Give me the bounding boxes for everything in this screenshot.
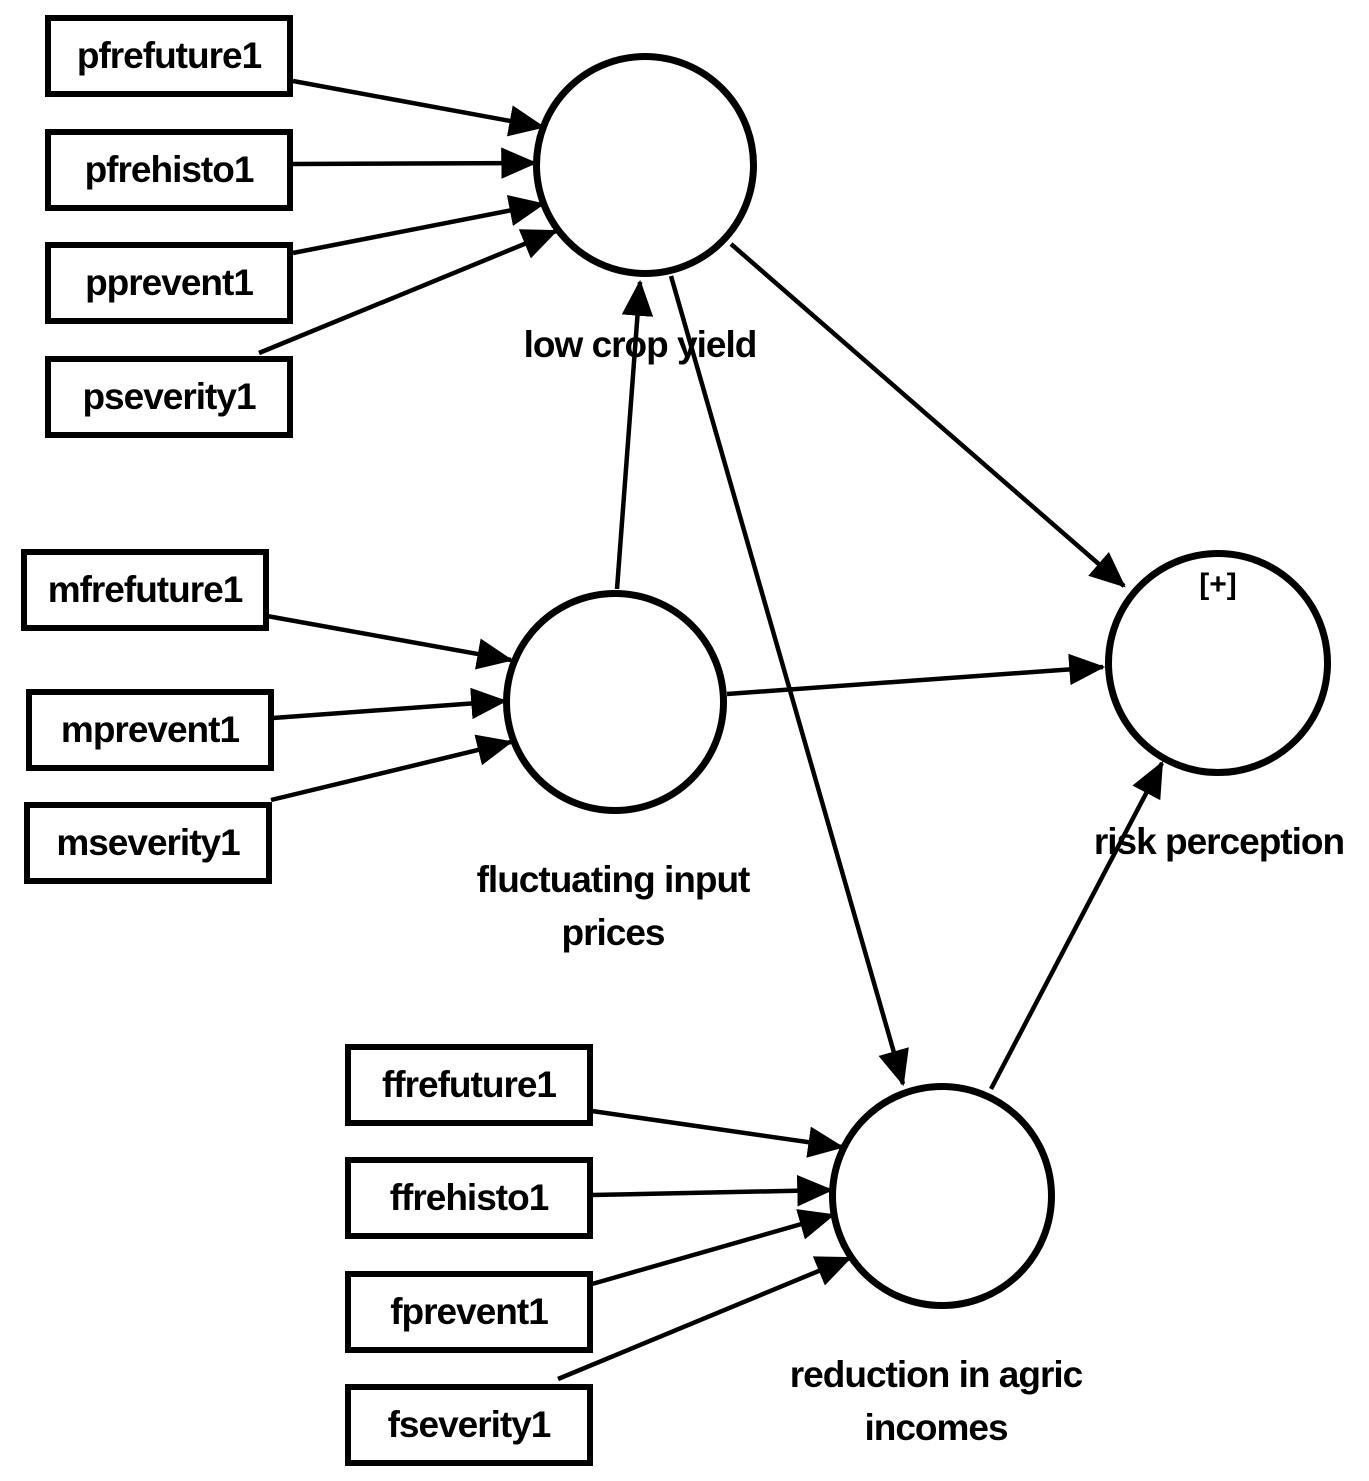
arrow-pfrehisto1-to-low-crop-yield (292, 147, 538, 179)
arrow-mfrefuture1-to-fluctuating-input-prices (266, 613, 514, 670)
indicator-label: pfrehisto1 (84, 149, 255, 190)
arrow-ffrehisto1-to-reduction-in-agric-incomes (591, 1174, 834, 1207)
indicator-label: mprevent1 (60, 709, 240, 750)
arrow-mprevent1-to-fluctuating-input-prices (272, 687, 508, 721)
indicator-label: ffrefuture1 (381, 1064, 557, 1105)
indicator-box-mfrefuture1: mfrefuture1 (21, 549, 269, 631)
indicator-box-fprevent1: fprevent1 (345, 1271, 593, 1353)
indicator-box-pprevent1: pprevent1 (45, 242, 293, 324)
arrow-pfrefuture1-to-low-crop-yield (292, 78, 546, 137)
arrow-low-crop-yield-to-risk-perception (729, 242, 1126, 588)
construct-label-fluctuating-input-prices: fluctuating input prices (476, 859, 751, 953)
construct-label-risk-perception: risk perception (1093, 821, 1345, 862)
indicator-box-mseverity1: mseverity1 (24, 802, 272, 884)
indicator-box-ffrefuture1: ffrefuture1 (345, 1044, 593, 1126)
indicator-box-ffrehisto1: ffrehisto1 (345, 1157, 593, 1239)
indicator-label: pfrefuture1 (76, 35, 262, 76)
construct-circle-risk-perception (1105, 550, 1331, 776)
indicator-box-pfrefuture1: pfrefuture1 (45, 15, 293, 97)
arrow-pprevent1-to-low-crop-yield (292, 195, 546, 256)
indicator-box-pfrehisto1: pfrehisto1 (45, 129, 293, 211)
arrow-ffrefuture1-to-reduction-in-agric-incomes (591, 1108, 845, 1158)
indicator-box-fseverity1: fseverity1 (345, 1384, 593, 1466)
indicator-box-mprevent1: mprevent1 (26, 689, 274, 771)
construct-label-reduction-in-agric-incomes: reduction in agric incomes (789, 1354, 1083, 1448)
construct-circle-low-crop-yield (533, 53, 757, 277)
indicator-label: mfrefuture1 (47, 569, 244, 610)
indicator-label: fseverity1 (387, 1404, 552, 1445)
indicator-label: ffrehisto1 (389, 1177, 550, 1218)
arrow-fprevent1-to-reduction-in-agric-incomes (591, 1209, 836, 1287)
indicator-label: pseverity1 (82, 376, 256, 417)
construct-circle-fluctuating-input-prices (503, 590, 727, 814)
construct-label-low-crop-yield: low crop yield (523, 324, 758, 365)
arrow-fluctuating-input-prices-to-risk-perception (726, 653, 1106, 697)
indicator-box-pseverity1: pseverity1 (45, 356, 293, 438)
arrow-reduction-in-agric-incomes-to-risk-perception (989, 761, 1164, 1091)
indicator-label: mseverity1 (56, 822, 240, 863)
arrow-mseverity1-to-fluctuating-input-prices (270, 734, 514, 803)
risk-perception-plus-badge: [+] (1199, 568, 1237, 601)
indicator-label: pprevent1 (85, 262, 254, 303)
indicator-label: fprevent1 (390, 1291, 549, 1332)
construct-circle-reduction-in-agric-incomes (829, 1083, 1055, 1309)
